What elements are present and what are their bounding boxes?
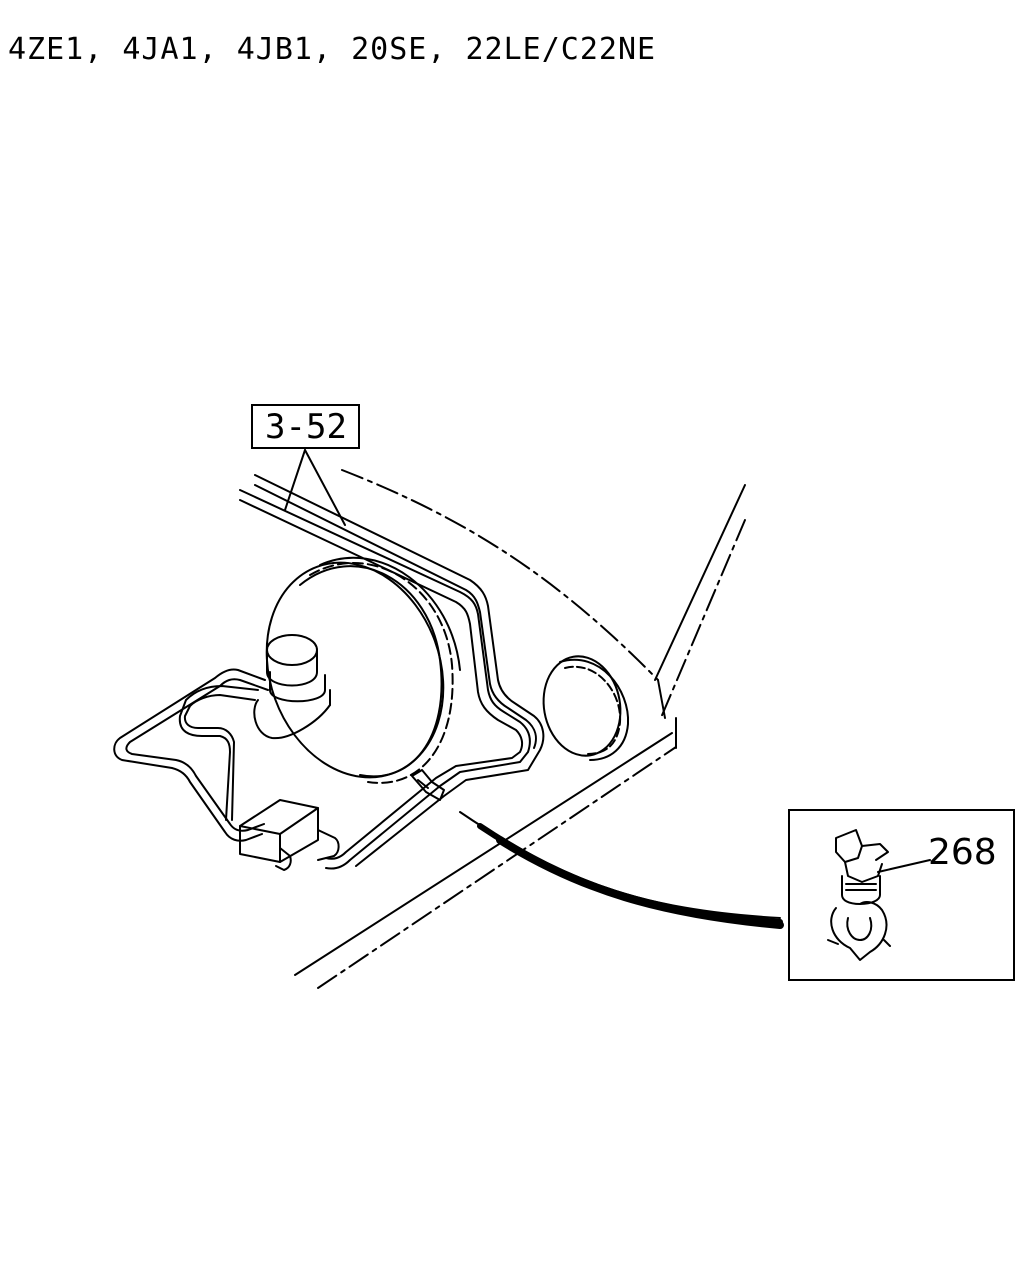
pipe-reference-leaders [284, 449, 346, 526]
clip-part-drawing [827, 829, 931, 961]
brake-pipes-left [113, 668, 269, 842]
pipe-reference-label: 3-52 [265, 407, 347, 447]
body-panel-outline [294, 469, 746, 989]
brake-pipes-upper [239, 474, 545, 870]
pipe-clip-in-situ [411, 769, 445, 801]
brake-booster [265, 556, 461, 784]
master-cylinder [253, 634, 331, 740]
clip-detail-inset: 268 [788, 809, 1015, 981]
clip-part-number: 268 [928, 832, 997, 873]
pipe-reference-callout: 3-52 [251, 404, 360, 449]
dome-plug [542, 655, 630, 761]
proportioning-valve [239, 799, 340, 871]
engine-codes-title: 4ZE1, 4JA1, 4JB1, 20SE, 22LE/C22NE [8, 32, 657, 67]
detail-leader [459, 811, 784, 929]
